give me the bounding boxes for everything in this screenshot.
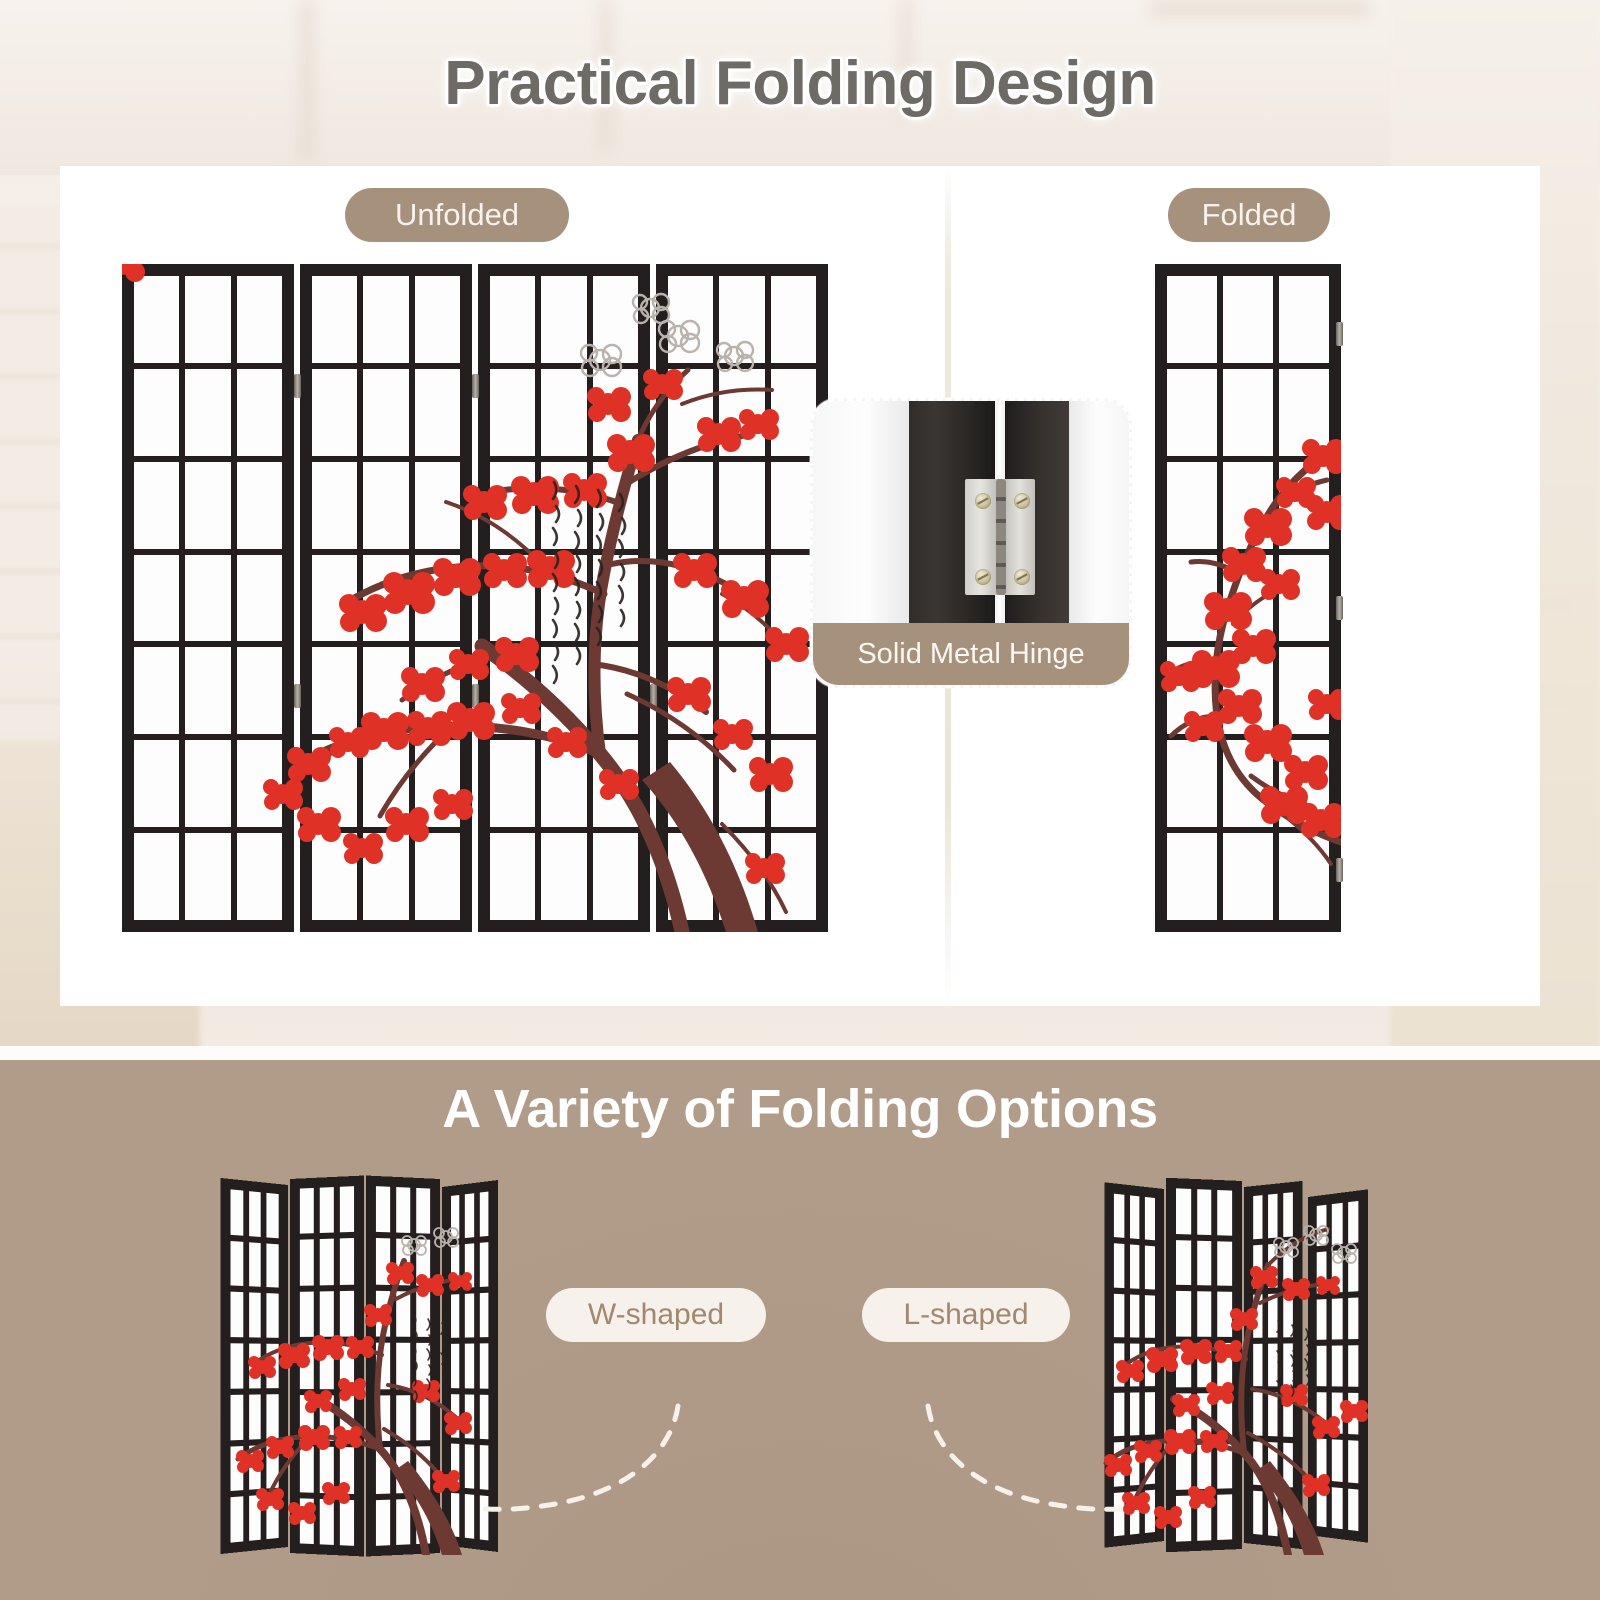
hinge-tab — [472, 374, 479, 398]
screen-panel — [290, 1176, 364, 1557]
hinge-tab — [1336, 858, 1343, 882]
w-shaped-screen — [218, 1175, 480, 1555]
screen-panel — [478, 264, 650, 932]
screen-panel — [1166, 1178, 1242, 1553]
screen-panel — [122, 264, 294, 932]
badge-l-shaped: L-shaped — [862, 1288, 1070, 1342]
dashed-connector-w — [470, 1400, 700, 1550]
hinge-tab — [1336, 596, 1343, 620]
product-showcase-card — [60, 166, 1540, 1006]
hinge-caption: Solid Metal Hinge — [813, 623, 1129, 685]
hinge-tab — [650, 684, 657, 708]
screw-icon — [975, 569, 991, 585]
hinge-tab — [294, 684, 301, 708]
screen-panel — [366, 1176, 440, 1557]
dashed-connector-l — [906, 1400, 1136, 1550]
hinge-knuckle — [996, 479, 1006, 595]
hinge-tab — [472, 684, 479, 708]
top-section: Practical Folding Design Unfolded Folded… — [0, 0, 1600, 1053]
section-title-folding-options: A Variety of Folding Options — [0, 1078, 1600, 1140]
screen-panel — [656, 264, 828, 932]
section-divider — [0, 1046, 1600, 1060]
badge-w-shaped: W-shaped — [546, 1288, 766, 1342]
folded-screen — [1155, 264, 1341, 932]
screen-panel — [1308, 1189, 1368, 1542]
badge-unfolded: Unfolded — [345, 188, 569, 242]
hinge-tab — [294, 374, 301, 398]
screw-icon — [1014, 569, 1030, 585]
screen-panel — [1155, 264, 1341, 932]
screw-icon — [1014, 493, 1030, 509]
unfolded-screen — [122, 264, 850, 932]
screen-panel — [221, 1178, 288, 1554]
screw-icon — [975, 493, 991, 509]
ceiling-beam — [1150, 0, 1370, 18]
hinge-callout: Solid Metal Hinge — [810, 398, 1132, 688]
page-title: Practical Folding Design — [0, 48, 1600, 119]
hinge-tab — [650, 374, 657, 398]
bottom-section — [0, 1060, 1600, 1600]
l-shaped-screen — [1100, 1175, 1376, 1555]
screen-panel — [1244, 1181, 1303, 1549]
screen-panel — [300, 264, 472, 932]
hinge-tab — [1336, 322, 1343, 346]
badge-folded: Folded — [1168, 188, 1330, 242]
